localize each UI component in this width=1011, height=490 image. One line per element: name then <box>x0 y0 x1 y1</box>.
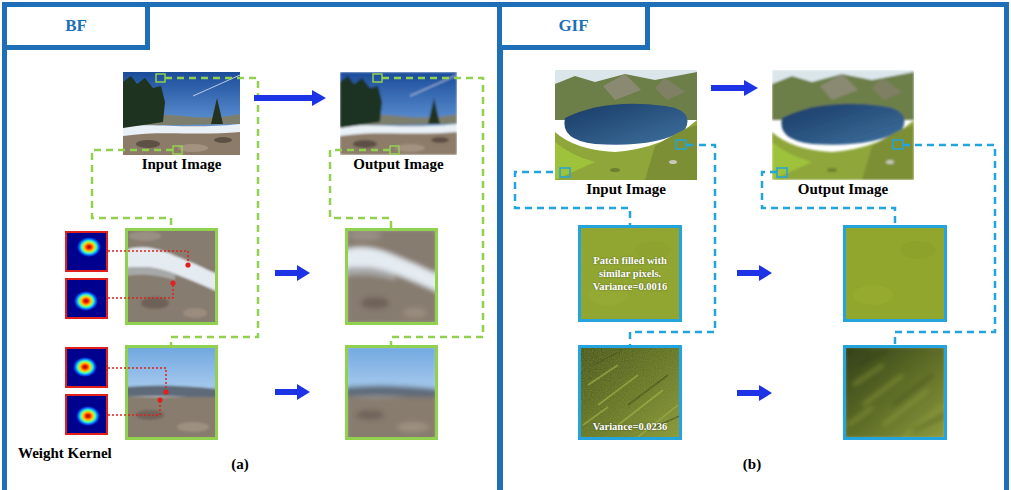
patch-border <box>127 347 217 439</box>
kernel-pointer <box>108 251 188 265</box>
image-caption: Input Image <box>553 180 699 199</box>
kernel-pointer <box>108 400 160 415</box>
region-marker <box>156 74 165 82</box>
photo-patch <box>125 228 218 325</box>
kernel-map <box>66 395 107 434</box>
frame-line <box>2 2 7 490</box>
kernel-map <box>66 348 107 387</box>
region-marker <box>560 140 903 177</box>
photo-patch <box>345 345 438 442</box>
figure-label: Weight Kernel <box>18 444 112 463</box>
region-marker <box>390 146 399 154</box>
photo <box>555 70 697 180</box>
kernel-dot <box>157 397 162 402</box>
image-caption: Input Image <box>121 155 242 174</box>
kernel-blob <box>74 291 98 311</box>
kernel-dot <box>170 280 175 285</box>
photo-patch <box>125 345 218 442</box>
flow-arrow <box>254 95 316 101</box>
leader-line <box>686 145 995 345</box>
photo <box>340 72 457 155</box>
image-panel: Input Image <box>553 70 699 201</box>
patch-border <box>127 230 217 324</box>
kernel-map <box>66 279 107 318</box>
kernel-dot <box>163 389 168 394</box>
panel-title: GIF <box>558 16 588 36</box>
flow-arrow <box>737 385 772 401</box>
region-marker <box>560 168 570 177</box>
region-marker <box>156 74 399 154</box>
weight-kernel <box>66 232 107 434</box>
panel-tab: BF <box>2 2 150 50</box>
patch-note: Variance=0.0016 <box>593 280 668 293</box>
subfigure-label: (a) <box>231 455 249 474</box>
leader-line <box>762 172 895 225</box>
leader-connector <box>515 172 630 225</box>
kernel-dot <box>185 262 190 267</box>
leader-connector <box>630 145 715 345</box>
kernel-blob <box>73 357 97 377</box>
photo-patch <box>578 225 682 322</box>
patch-note: Patch filled with similar pixels. <box>585 254 675 280</box>
subfigure-label: (b) <box>743 455 761 474</box>
leader-line <box>92 78 483 345</box>
flow-arrow <box>275 265 310 281</box>
image-panel: Output Image <box>338 72 459 176</box>
region-marker <box>893 140 903 149</box>
photo <box>123 72 240 155</box>
region-marker <box>676 140 686 149</box>
kernel-pointer <box>108 251 188 415</box>
region-marker <box>173 146 182 154</box>
kernel-blob <box>76 406 100 426</box>
panel-tab: GIF <box>497 2 650 50</box>
flow-arrow <box>711 85 748 91</box>
flow-arrow <box>737 265 772 281</box>
image-patch: Patch filled with similar pixels.Varianc… <box>578 225 682 322</box>
patch-border <box>845 227 946 439</box>
patch-note: Variance=0.0236 <box>593 420 668 433</box>
photo-patch <box>578 345 682 440</box>
flow-arrow <box>275 384 310 400</box>
image-caption: Output Image <box>338 155 459 174</box>
kernel-dot <box>157 262 190 402</box>
kernel-blob <box>77 237 101 257</box>
region-marker <box>373 74 382 82</box>
photo-patch <box>843 345 947 440</box>
patch-border <box>347 347 437 439</box>
kernel-map <box>66 232 107 271</box>
image-panel: Input Image <box>121 72 242 176</box>
patch-border <box>845 347 946 439</box>
patch-border <box>347 230 437 324</box>
frame-line <box>497 2 503 490</box>
patch-border <box>127 230 437 439</box>
photo-patch <box>345 228 438 325</box>
photo-patch <box>843 225 947 322</box>
patch-border <box>845 227 946 321</box>
kernel-pointer <box>108 283 173 298</box>
image-patch: Variance=0.0236 <box>578 345 682 440</box>
image-panel: Output Image <box>770 70 916 201</box>
frame-line <box>1004 2 1009 490</box>
region-marker <box>777 168 787 177</box>
image-caption: Output Image <box>770 180 916 199</box>
photo <box>772 70 914 180</box>
leader-line <box>686 144 697 147</box>
kernel-pointer <box>108 368 166 392</box>
panel-title: BF <box>65 16 87 36</box>
